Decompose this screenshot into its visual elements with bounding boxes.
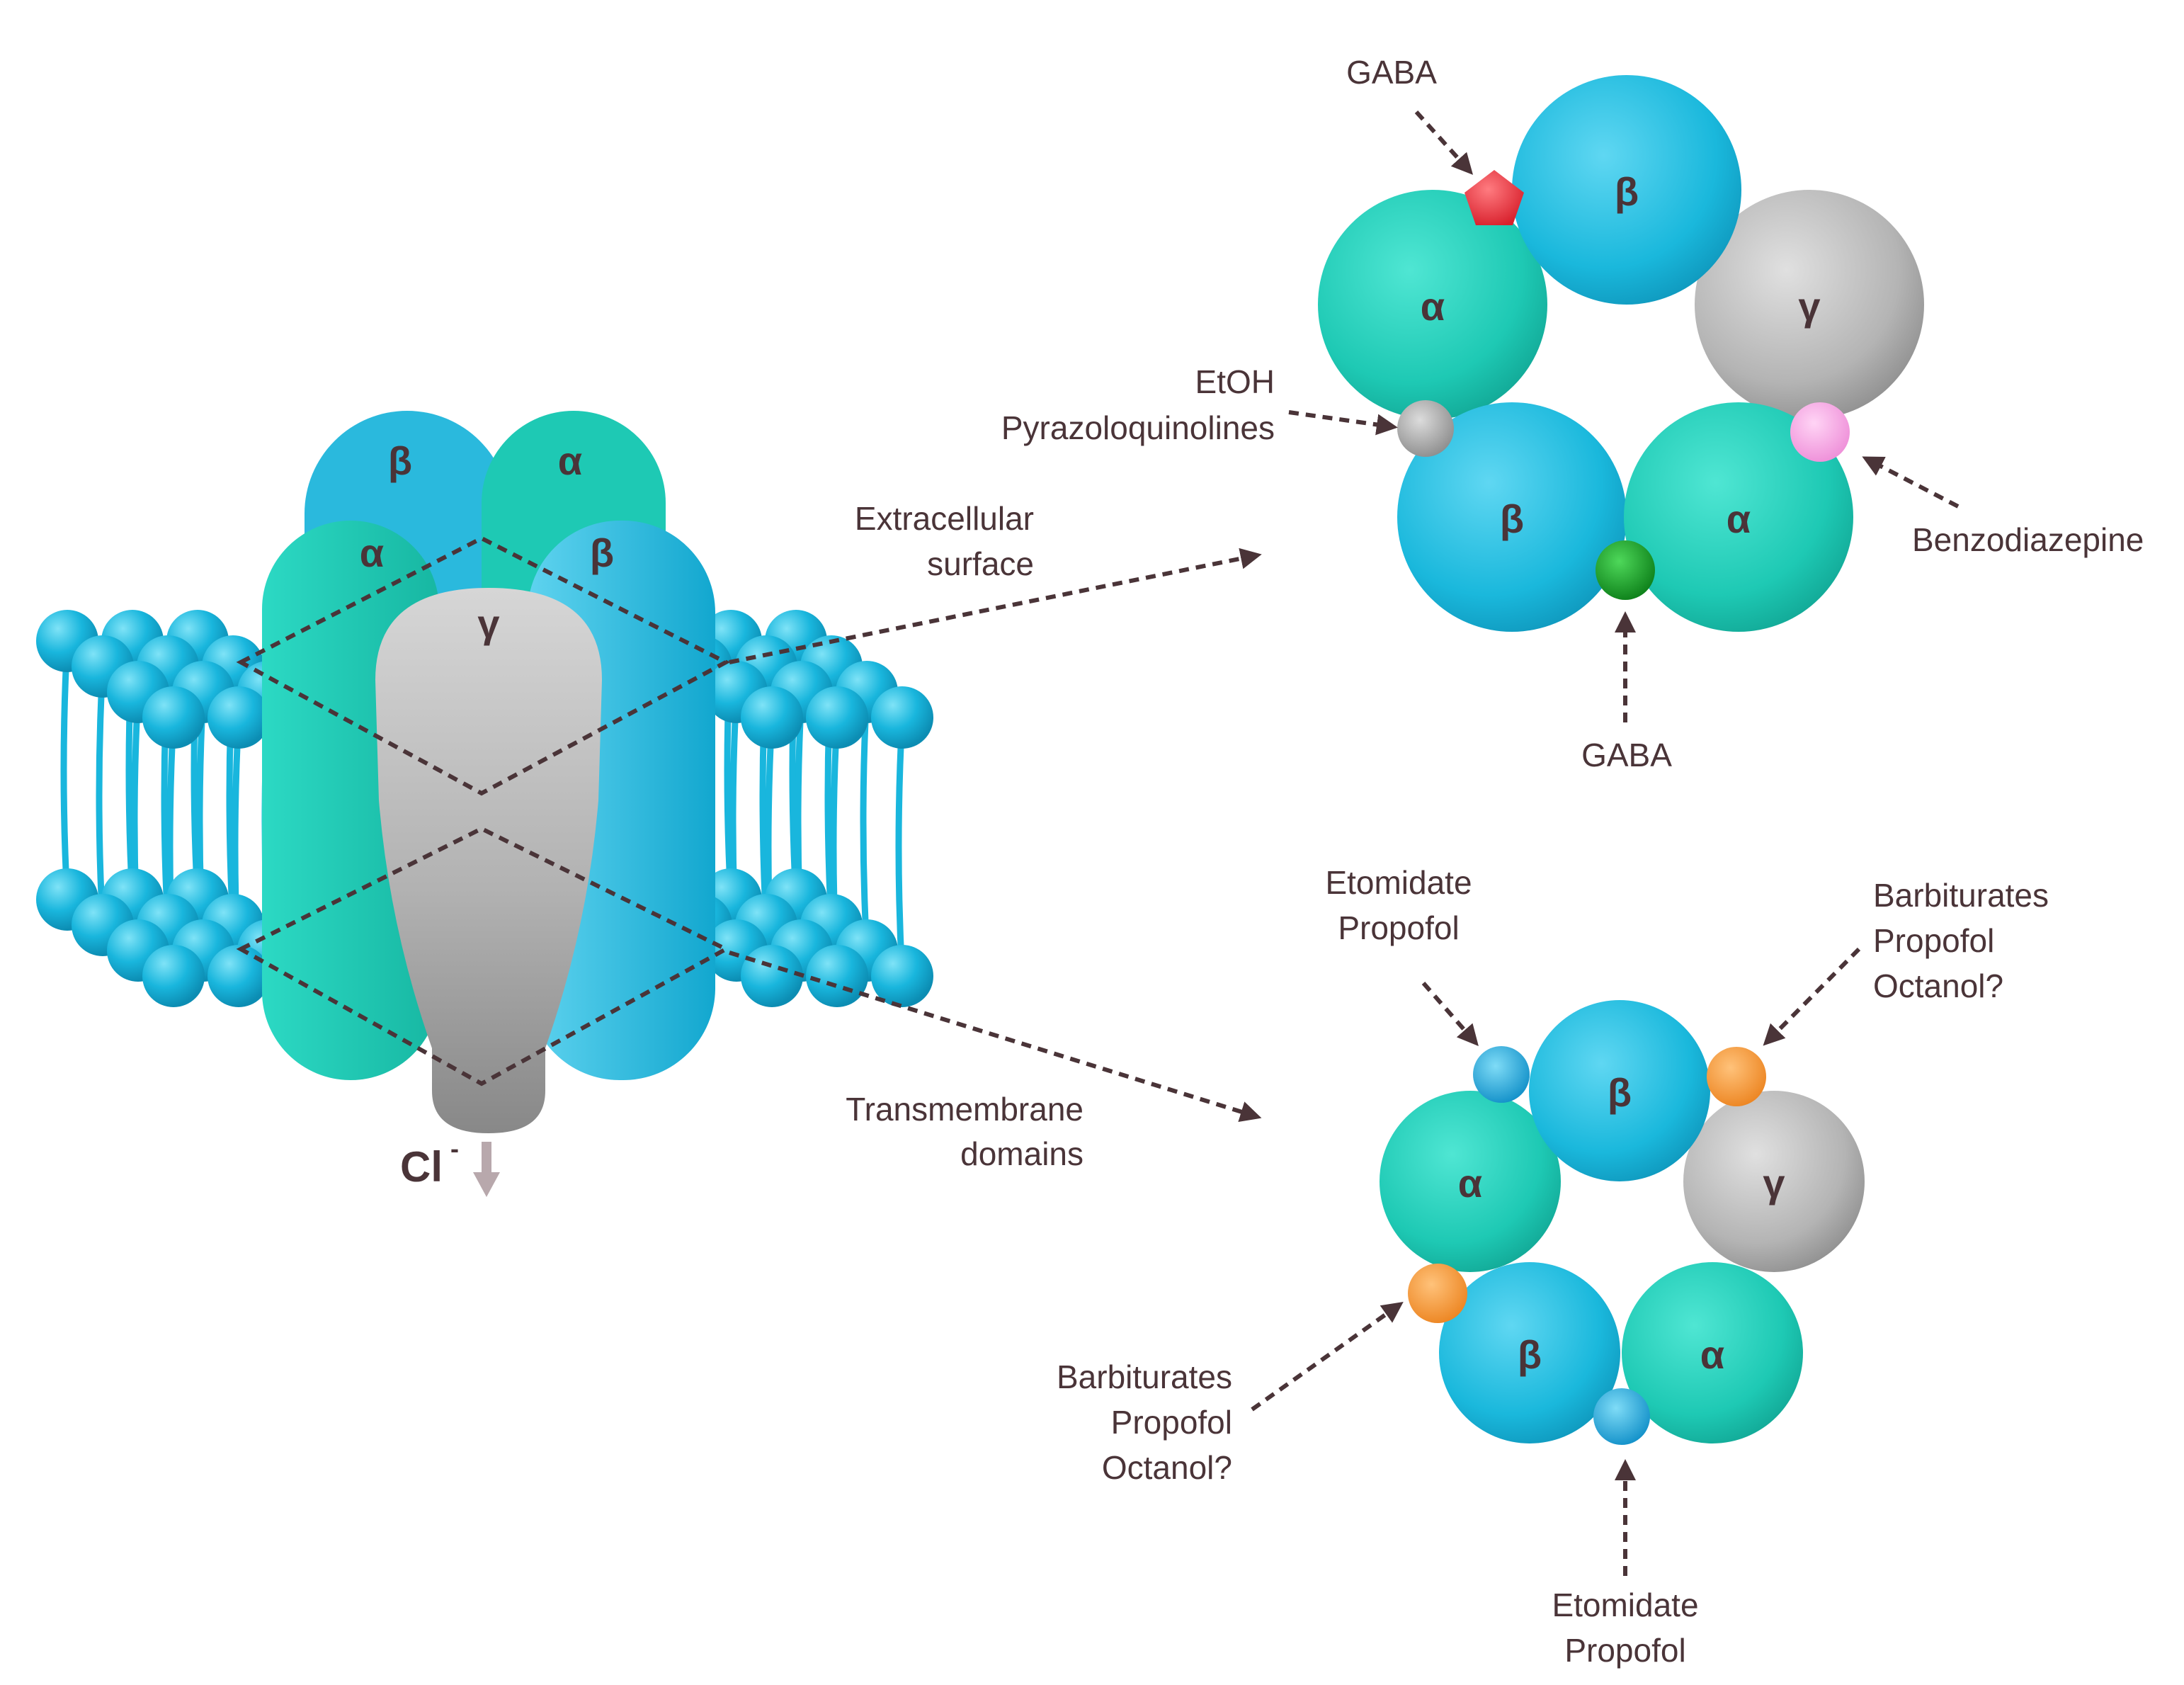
svg-text:α: α [1727, 497, 1751, 541]
svg-text:γ: γ [1798, 284, 1820, 329]
gaba-pentagon-icon [1464, 170, 1524, 225]
svg-text:α: α [1458, 1161, 1482, 1205]
ring-bottom-beta-top: β [1529, 1000, 1710, 1181]
label-barbiturates-right-1: Barbiturates [1873, 877, 2049, 914]
arrow-transmembrane-to-bottom-ring [729, 951, 1262, 1122]
lipid-head [741, 686, 803, 749]
label-extracellular-surface: Extracellular surface [855, 500, 1034, 582]
label-etomidate-bottom-1: Etomidate [1552, 1587, 1698, 1623]
lipid-head [142, 686, 205, 749]
label-extracellular-line1: Extracellular [855, 500, 1034, 537]
etomidate-site-top-icon [1473, 1046, 1530, 1103]
label-barbiturates-right-2: Propofol [1873, 922, 1994, 959]
extracellular-ring: γ α β β α GABA EtOH Pyrazoloquinolines B… [1001, 54, 2144, 773]
lipid-head [207, 686, 270, 749]
chloride-flow-arrow [473, 1142, 500, 1197]
lipid-tail [96, 666, 106, 926]
ring-bottom-gamma: γ [1683, 1091, 1865, 1272]
lipid-head [207, 945, 270, 1007]
label-etomidate-bottom-2: Propofol [1564, 1632, 1685, 1669]
etomidate-site-bottom-icon [1593, 1388, 1650, 1445]
barbiturate-site-left-icon [1408, 1264, 1467, 1323]
etoh-site-icon [1397, 400, 1454, 457]
ring-top-gamma: γ [1695, 190, 1924, 419]
ring-top-beta-top: β [1512, 75, 1741, 305]
barbiturate-site-top-icon [1707, 1047, 1766, 1106]
lipid-head [871, 945, 933, 1007]
svg-text:α: α [1700, 1332, 1724, 1377]
lipid-head [741, 945, 803, 1007]
lipid-head [806, 686, 868, 749]
label-barbiturates-right-3: Octanol? [1873, 968, 2003, 1004]
ring-top-alpha-left: α [1318, 190, 1547, 419]
lipid-head [806, 945, 868, 1007]
subunit-alpha-front-label: α [360, 531, 384, 575]
label-gaba-bottom: GABA [1581, 737, 1672, 773]
arrow-etomidate-top [1421, 982, 1479, 1047]
chloride-charge: - [450, 1134, 459, 1163]
label-etoh: EtOH [1195, 363, 1275, 400]
ring-bottom-alpha-left: α [1380, 1091, 1561, 1272]
label-benzodiazepine: Benzodiazepine [1912, 521, 2144, 558]
label-barbiturates-left-1: Barbiturates [1057, 1358, 1232, 1395]
svg-text:γ: γ [1763, 1161, 1785, 1205]
ring-top-alpha-right: α [1624, 402, 1853, 632]
label-transmembrane-domains: Transmembrane domains [846, 1091, 1084, 1172]
label-transmembrane-line1: Transmembrane [846, 1091, 1084, 1128]
svg-text:β: β [1500, 497, 1524, 541]
svg-text:β: β [1518, 1332, 1542, 1377]
label-barbiturates-left-3: Octanol? [1102, 1449, 1232, 1486]
ring-top-beta-bottom: β [1397, 402, 1627, 632]
extracellular-plane [236, 535, 731, 796]
lipid-tail [60, 640, 71, 900]
chloride-symbol: Cl [400, 1143, 443, 1191]
gaba-site-icon [1596, 540, 1655, 600]
benzodiazepine-site-icon [1790, 402, 1850, 462]
receptor-side-view: β α α β γ [236, 411, 731, 1133]
subunit-beta-back-label: β [388, 438, 412, 483]
svg-text:β: β [1615, 169, 1639, 214]
subunit-gamma-front: γ [375, 588, 602, 1133]
lipid-head [871, 686, 933, 749]
label-pyrazoloquinolines: Pyrazoloquinolines [1001, 409, 1275, 446]
arrow-gaba-top [1414, 110, 1474, 175]
subunit-gamma-front-label: γ [477, 601, 499, 646]
label-etomidate-top-1: Etomidate [1325, 864, 1472, 901]
transmembrane-ring: γ α β β α Etomidate Propofol Barbiturate… [1057, 864, 2049, 1669]
arrow-barbiturates-left [1251, 1302, 1404, 1412]
label-barbiturates-left-2: Propofol [1111, 1404, 1232, 1441]
arrow-benzodiazepine [1862, 456, 1960, 509]
lipid-tail [895, 717, 906, 977]
label-gaba-top: GABA [1346, 54, 1437, 91]
subunit-beta-front-label: β [590, 531, 614, 575]
ring-bottom-beta-bottom: β [1439, 1262, 1620, 1443]
transmembrane-plane [236, 826, 731, 1087]
label-extracellular-line2: surface [927, 545, 1034, 582]
lipid-head [142, 945, 205, 1007]
arrow-etoh [1288, 410, 1398, 436]
label-etomidate-top-2: Propofol [1338, 909, 1459, 946]
subunit-alpha-back-label: α [558, 438, 582, 483]
arrow-extracellular-to-top-ring [729, 548, 1262, 664]
arrow-barbiturates-right [1763, 947, 1861, 1046]
ring-bottom-alpha-right: α [1622, 1262, 1803, 1443]
svg-text:β: β [1608, 1070, 1632, 1115]
label-transmembrane-line2: domains [960, 1135, 1084, 1172]
chloride-ion: Cl - [400, 1134, 500, 1197]
svg-text:α: α [1421, 284, 1445, 329]
